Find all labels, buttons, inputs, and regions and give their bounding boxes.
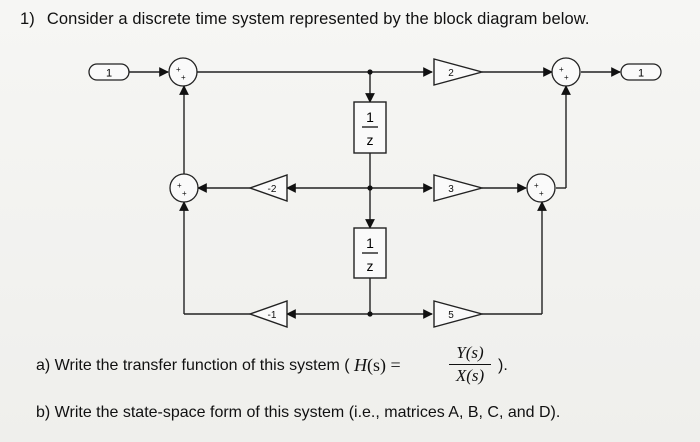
svg-text:z: z — [367, 258, 374, 274]
part-b-question: b) Write the state-space form of this sy… — [36, 404, 561, 421]
unit-delay-bottom: 1 z — [353, 227, 387, 279]
sign: + — [539, 189, 544, 198]
output-terminal: 1 — [620, 63, 662, 81]
sum-signs: + + + + + + + + — [176, 65, 569, 198]
gain-bottom-feedback — [247, 300, 288, 328]
question-title: 1) Consider a discrete time system repres… — [20, 10, 590, 29]
svg-text:1: 1 — [366, 109, 374, 125]
sum-junction-middle-right — [526, 173, 556, 203]
sign: + — [534, 181, 539, 190]
gain-label-middle: 3 — [448, 184, 454, 195]
gain-labels: 2 3 5 -2 -1 — [268, 68, 455, 321]
part-a-text: a) Write the transfer function of this s… — [36, 357, 350, 374]
part-a-tail: ). — [498, 357, 508, 374]
transfer-function-symbol: H(s) = — [354, 355, 401, 375]
gain-label-middle-feedback: -2 — [268, 184, 277, 195]
gain-middle-forward — [433, 174, 485, 202]
fraction-numerator: Y(s) — [449, 343, 491, 365]
sum-junction-top-left — [168, 57, 198, 87]
question-prompt: Consider a discrete time system represen… — [46, 10, 590, 28]
sign: + — [564, 73, 569, 82]
signal-wires — [129, 67, 621, 319]
gain-blocks — [247, 58, 485, 328]
gain-middle-feedback — [247, 174, 288, 202]
sign: + — [177, 181, 182, 190]
gain-bottom-forward — [433, 300, 485, 328]
unit-delay-top: 1 z — [353, 101, 387, 154]
input-terminal: 1 — [88, 63, 130, 81]
sum-junction-top-right — [551, 57, 581, 87]
output-label: 1 — [638, 68, 644, 80]
question-number: 1) — [20, 10, 35, 28]
gain-label-bottom: 5 — [448, 310, 454, 321]
junction-dots — [367, 69, 373, 317]
sign: + — [559, 65, 564, 74]
svg-text:1: 1 — [366, 235, 374, 251]
sign: + — [182, 189, 187, 198]
input-label: 1 — [106, 68, 112, 80]
gain-label-bottom-feedback: -1 — [268, 310, 277, 321]
transfer-function-fraction: Y(s) X(s) — [449, 343, 491, 386]
sum-junction-middle-left — [169, 173, 199, 203]
sum-junctions — [168, 57, 581, 203]
gain-label-top: 2 — [448, 68, 454, 79]
svg-text:z: z — [367, 132, 374, 148]
sign: + — [176, 65, 181, 74]
fraction-denominator: X(s) — [455, 366, 485, 385]
sign: + — [181, 73, 186, 82]
gain-top-forward — [433, 58, 485, 86]
